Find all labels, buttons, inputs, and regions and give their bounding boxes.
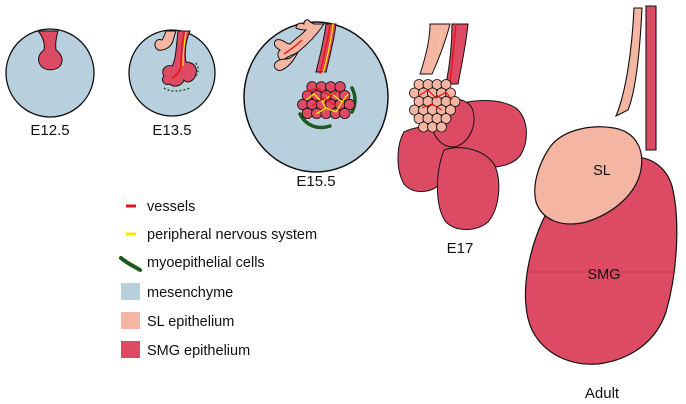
e17-acinus <box>445 104 456 116</box>
stage-e17: E17 <box>397 23 527 257</box>
legend-swatch-myo <box>119 256 142 272</box>
stage-adult: SL SMG Adult <box>524 5 678 402</box>
e17-smg-lobe-bottom <box>436 147 500 230</box>
e17-vessel-network <box>417 89 453 111</box>
e17-acinus <box>418 121 429 133</box>
adult-smg-label: SMG <box>587 267 620 283</box>
e17-acinus <box>427 121 438 133</box>
legend-label-mesenchyme: mesenchyme <box>147 285 233 301</box>
legend-item-vessels: vessels <box>126 199 195 215</box>
stage-e15-5: E15.5 <box>243 19 389 190</box>
e15-endbud <box>339 90 351 102</box>
legend-label-vessels: vessels <box>147 199 195 215</box>
e17-acinus <box>440 79 452 90</box>
e15-vessel-duct <box>283 23 331 75</box>
legend-label-sl: SL epithelium <box>147 314 234 330</box>
e13-smg-bud <box>161 30 197 87</box>
legend: vessels peripheral nervous system myoepi… <box>119 199 317 359</box>
e12-label: E12.5 <box>30 122 69 139</box>
e12-smg-bud <box>36 30 63 71</box>
e17-acinus <box>440 113 452 124</box>
adult-sl-duct <box>614 7 643 118</box>
e17-label: E17 <box>447 240 474 257</box>
legend-swatch-mesenchyme <box>121 283 140 300</box>
e17-smg-duct <box>445 23 469 85</box>
legend-item-sl: SL epithelium <box>121 312 234 330</box>
e13-myoepithelial <box>163 61 199 92</box>
legend-item-pns: peripheral nervous system <box>126 227 317 243</box>
legend-item-myo: myoepithelial cells <box>119 255 265 272</box>
adult-sl-label: SL <box>593 163 611 179</box>
e13-nerve <box>182 31 187 67</box>
e17-acinus <box>449 96 461 107</box>
stage-e13-5: E13.5 <box>128 29 216 139</box>
e15-myoepithelial <box>298 86 357 130</box>
e15-endbud <box>343 98 356 111</box>
e15-nerve-duct <box>322 23 334 75</box>
e15-nerve-network <box>305 93 349 115</box>
legend-label-pns: peripheral nervous system <box>147 227 317 243</box>
legend-swatch-sl <box>121 312 140 329</box>
e17-nerve-duct <box>431 29 443 73</box>
e13-label: E13.5 <box>152 122 191 139</box>
adult-sl-body <box>534 126 643 225</box>
e13-vessel <box>171 31 185 79</box>
e17-sl-duct <box>419 23 451 75</box>
e15-vessel-network <box>303 87 341 107</box>
e15-endbud <box>301 107 313 120</box>
e13-sl-bud <box>154 30 177 51</box>
e15-label: E15.5 <box>296 173 335 190</box>
stage-e12-5: E12.5 <box>5 28 95 139</box>
legend-item-mesenchyme: mesenchyme <box>121 283 233 301</box>
legend-item-smg: SMG epithelium <box>121 341 250 359</box>
e17-acinus <box>436 121 447 133</box>
e15-endbud <box>339 107 351 120</box>
legend-swatch-smg <box>121 341 140 358</box>
e17-sl-acini <box>409 79 461 133</box>
adult-smg-duct <box>645 5 657 151</box>
legend-label-smg: SMG epithelium <box>147 343 250 359</box>
e15-sl-lower <box>273 51 299 71</box>
legend-label-myo: myoepithelial cells <box>147 255 265 271</box>
adult-label: Adult <box>585 385 620 402</box>
e17-vessel-duct <box>449 23 457 85</box>
e12-mesenchyme <box>5 28 95 118</box>
e15-endbud <box>334 81 346 93</box>
